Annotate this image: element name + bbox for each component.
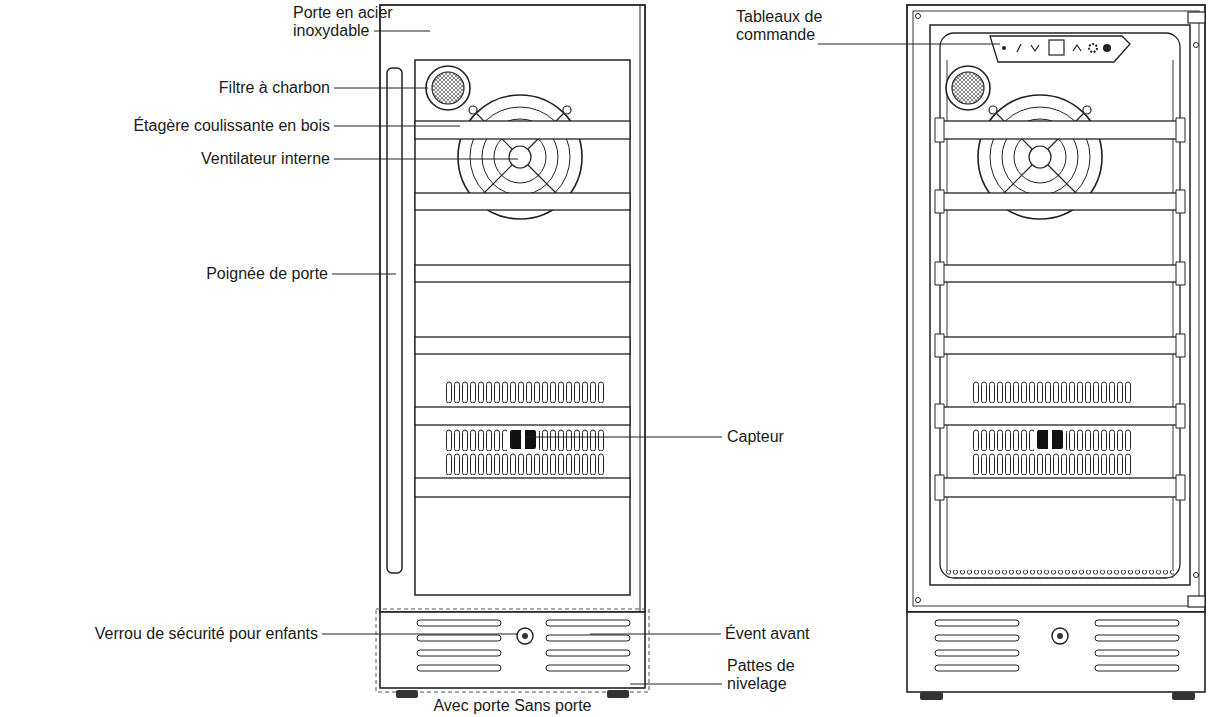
door-frame (380, 5, 645, 612)
part-label: Pattes de nivelage (727, 657, 809, 693)
door-opening (930, 25, 1190, 585)
leader-line (334, 159, 518, 160)
inner-liner (940, 33, 1180, 578)
wood-shelf (415, 121, 630, 139)
wood-shelf (940, 478, 1180, 497)
panel-icon (1002, 46, 1006, 50)
front-vent (1095, 620, 1179, 671)
child-lock (517, 628, 533, 644)
part-label: Poignée de porte (158, 265, 328, 283)
rear-grille (445, 381, 605, 475)
rear-grille (972, 381, 1132, 475)
wood-shelf (415, 478, 630, 497)
shelf-bracket (935, 118, 944, 500)
wood-shelf (415, 407, 630, 425)
child-lock (1052, 628, 1068, 644)
leader-line (590, 634, 721, 635)
leader-line (630, 684, 722, 685)
screw (1194, 573, 1199, 578)
base-outline (376, 609, 649, 692)
door-edge (640, 5, 641, 612)
wood-shelf (415, 265, 630, 282)
base-plinth (907, 612, 1205, 692)
leveling-foot (920, 692, 943, 700)
wood-shelf (415, 193, 630, 210)
wood-shelf (415, 337, 630, 354)
hinge (1188, 12, 1205, 23)
part-label: Filtre à charbon (170, 79, 330, 97)
screw (1194, 43, 1199, 48)
wood-shelf (940, 407, 1180, 425)
cabinet-flange (913, 11, 1199, 606)
panel-icon (1031, 45, 1039, 51)
part-label: Porte en acier inoxydable (293, 4, 405, 40)
wood-shelf (940, 337, 1180, 354)
fridge-without-door (907, 5, 1205, 700)
panel-icon (1089, 44, 1097, 52)
wood-shelf (940, 265, 1180, 282)
door-handle (387, 68, 402, 573)
screw (916, 14, 921, 19)
part-label: Ventilateur interne (140, 150, 330, 168)
panel-icon (1103, 44, 1111, 52)
part-label: Capteur (727, 428, 837, 446)
wood-shelf (940, 193, 1180, 210)
charcoal-filter (426, 66, 470, 110)
leader-line (334, 126, 460, 127)
leader-line (374, 31, 430, 32)
leveling-foot (396, 690, 418, 698)
leveling-foot (607, 690, 629, 698)
charcoal-filter (946, 66, 990, 110)
leader-line (334, 88, 428, 89)
glass-window (415, 60, 630, 595)
leader-line (322, 634, 517, 635)
leader-line (332, 274, 396, 275)
part-label: Tableaux de commande (736, 8, 836, 44)
panel-icon (1073, 45, 1081, 51)
screw (916, 598, 921, 603)
part-label: Étagère coulissante en bois (90, 117, 330, 135)
control-panel (990, 36, 1130, 62)
panel-display (1049, 40, 1064, 55)
cabinet-body (907, 5, 1205, 612)
fridge-with-door (376, 5, 649, 698)
wood-shelf (940, 121, 1180, 139)
wire-rack (946, 570, 1174, 578)
front-vent (546, 620, 630, 671)
shelf-bracket (1176, 118, 1185, 500)
leader-lines (322, 31, 1000, 684)
leveling-foot (1172, 692, 1195, 700)
hinge (1188, 596, 1205, 607)
leader-line (525, 437, 722, 438)
part-label: Évent avant (725, 625, 855, 643)
panel-icon (1017, 44, 1021, 52)
base-plinth (380, 612, 645, 688)
front-vent (417, 620, 501, 671)
part-label: Avec porte Sans porte (380, 697, 645, 715)
front-vent (935, 620, 1019, 671)
part-label: Verrou de sécurité pour enfants (18, 625, 318, 643)
leader-line (818, 44, 1000, 45)
